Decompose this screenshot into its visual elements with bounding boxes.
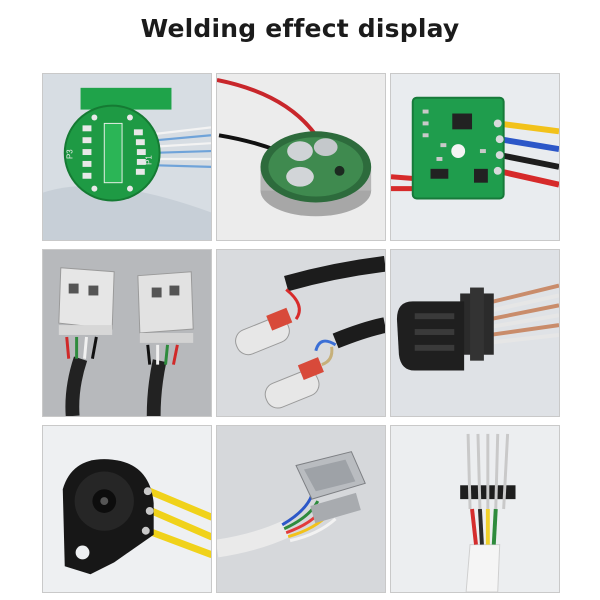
photo-usb-c-connectors-pair xyxy=(216,249,386,417)
pcb-label-p1: P1 xyxy=(145,155,154,165)
photo-round-pcb-flat-cable: P3 P1 xyxy=(42,73,212,241)
photo-green-pcb-colored-wires xyxy=(390,73,560,241)
photo-round-sensor-red-black-wires xyxy=(216,73,386,241)
photo-usb-a-connectors-pair xyxy=(42,249,212,417)
photo-black-connector-multi-wire xyxy=(390,249,560,417)
page-title: Welding effect display xyxy=(140,14,460,43)
photo-pin-header-white-cable xyxy=(390,425,560,593)
pcb-label-p3: P3 xyxy=(66,149,75,159)
photo-black-sensor-yellow-wires xyxy=(42,425,212,593)
photo-db9-connector-wires xyxy=(216,425,386,593)
